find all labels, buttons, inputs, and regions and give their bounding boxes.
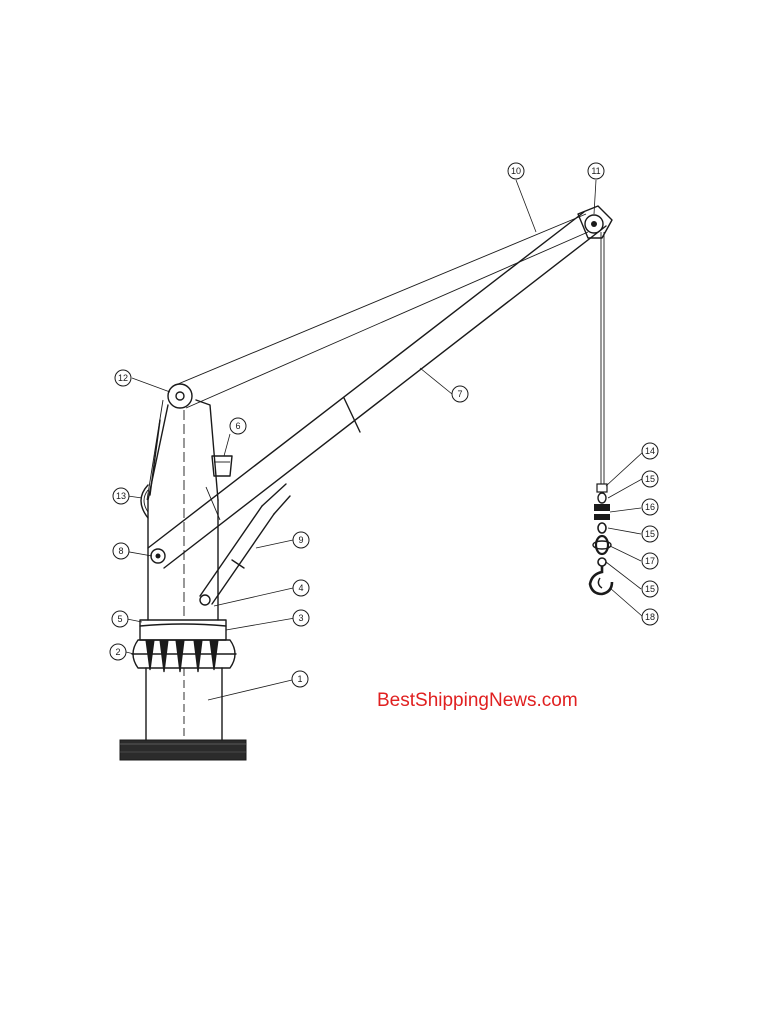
ring-collar — [139, 619, 227, 641]
callout-label: 1 — [297, 674, 302, 684]
callout-16: 16 — [641, 498, 659, 516]
callout-label: 11 — [591, 166, 600, 176]
boom — [147, 211, 607, 569]
hook-assembly — [588, 483, 614, 596]
callout-label: 5 — [117, 614, 122, 624]
slewing-ring — [131, 639, 237, 673]
callout-7: 7 — [451, 385, 469, 403]
callout-9: 9 — [292, 531, 310, 549]
boom-heel-pin — [150, 548, 166, 564]
callout-label: 15 — [645, 529, 655, 539]
callout-15-top: 15 — [641, 470, 659, 488]
callout-5: 5 — [111, 610, 129, 628]
callout-label: 18 — [645, 612, 655, 622]
callout-label: 12 — [118, 373, 128, 383]
callout-label: 10 — [511, 166, 521, 176]
callout-2: 2 — [109, 643, 127, 661]
callout-label: 6 — [235, 421, 240, 431]
callout-15-middle: 15 — [641, 525, 659, 543]
callout-14: 14 — [641, 442, 659, 460]
callout-label: 15 — [645, 584, 655, 594]
hoist-wires — [177, 213, 589, 409]
hoist-rope — [600, 232, 605, 484]
callout-6: 6 — [229, 417, 247, 435]
crane-house — [146, 399, 219, 557]
callout-12: 12 — [114, 369, 132, 387]
operator-cabin — [211, 455, 233, 477]
callout-15-bottom: 15 — [641, 580, 659, 598]
leader-lines — [123, 179, 644, 701]
king-post — [147, 410, 219, 621]
boom-tip-sheave — [577, 205, 613, 239]
callout-11: 11 — [587, 162, 605, 180]
callout-10: 10 — [507, 162, 525, 180]
winch-drum — [140, 484, 149, 519]
callout-label: 3 — [298, 613, 303, 623]
callout-17: 17 — [641, 552, 659, 570]
callout-label: 13 — [116, 491, 126, 501]
watermark-text: BestShippingNews.com — [377, 690, 578, 711]
callout-13: 13 — [112, 487, 130, 505]
callout-label: 17 — [645, 556, 655, 566]
top-sheave — [167, 383, 193, 409]
callout-label: 8 — [118, 546, 123, 556]
deck-foundation — [119, 739, 247, 761]
callout-label: 9 — [298, 535, 303, 545]
callout-label: 7 — [457, 389, 462, 399]
callout-label: 16 — [645, 502, 655, 512]
callout-label: 14 — [645, 446, 655, 456]
pedestal-column — [145, 667, 223, 741]
callout-label: 15 — [645, 474, 655, 484]
callout-8: 8 — [112, 542, 130, 560]
callout-label: 4 — [298, 583, 303, 593]
callout-18: 18 — [641, 608, 659, 626]
callout-label: 2 — [115, 647, 120, 657]
callout-4: 4 — [292, 579, 310, 597]
callout-3: 3 — [292, 609, 310, 627]
luffing-cylinder — [199, 483, 291, 606]
callout-1: 1 — [291, 670, 309, 688]
